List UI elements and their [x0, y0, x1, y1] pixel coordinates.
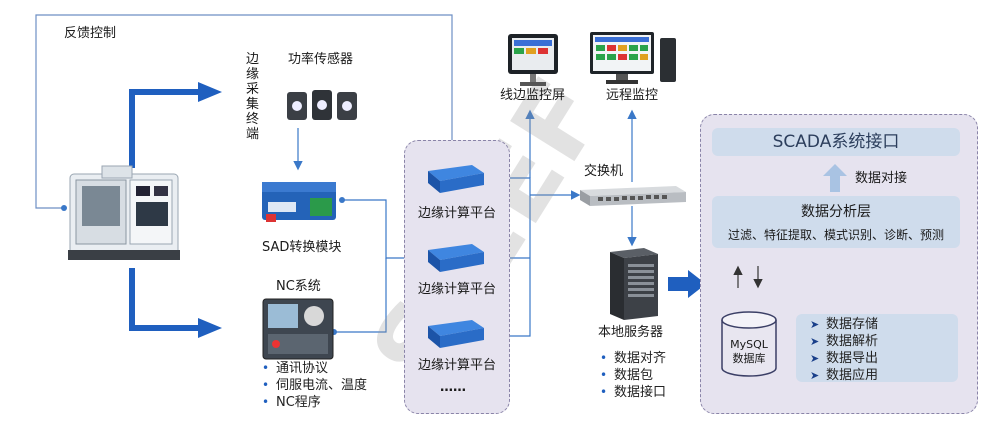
line-monitor-image: [508, 34, 558, 86]
sad-module-label: SAD转换模块: [262, 240, 342, 255]
sad-module-image: [262, 182, 336, 222]
analysis-layer-box: [712, 196, 960, 248]
list-item: 数据包: [600, 367, 666, 384]
cnc-machine-image: [68, 165, 180, 260]
switch-image: [580, 186, 686, 206]
edge-ellipsis: ……: [440, 380, 466, 395]
edge-platform-label-1: 边缘计算平台: [418, 206, 497, 221]
list-item: 数据存储: [810, 316, 878, 333]
nc-system-label: NC系统: [276, 279, 321, 294]
scada-interface-box: [712, 128, 960, 156]
feedback-dot-left: [61, 205, 67, 211]
local-server-label: 本地服务器: [598, 325, 664, 340]
edge-bus: [492, 177, 531, 337]
power-sensor-image: [287, 90, 357, 120]
list-item: 数据解析: [810, 333, 878, 350]
bidirectional-arrows-icon: [733, 265, 763, 289]
list-item: NC程序: [262, 394, 367, 411]
server-to-panel-arrow: [668, 270, 706, 298]
mysql-database-icon: [721, 311, 777, 377]
remote-monitor-label: 远程监控: [606, 88, 659, 103]
line-monitor-label: 线边监控屏: [500, 88, 566, 103]
edge-device-icon: [428, 320, 484, 348]
data-docking-label: 数据对接: [855, 171, 908, 186]
edge-device-icon: [428, 165, 484, 193]
data-functions-list: 数据存储 数据解析 数据导出 数据应用: [810, 316, 878, 384]
list-item: 通讯协议: [262, 360, 367, 377]
list-item: 伺服电流、温度: [262, 377, 367, 394]
remote-monitor-image: [590, 32, 676, 84]
feedback-line: [35, 14, 453, 209]
mysql-label-line2: 数据库: [732, 352, 766, 365]
upper-thick-arrow: [129, 89, 200, 168]
edge-terminal-label: 边缘采集终端: [246, 52, 260, 142]
list-item: 数据导出: [810, 350, 878, 367]
scada-interface-label: SCADA系统接口: [772, 132, 900, 152]
up-arrow-icon: [823, 164, 847, 192]
nc-system-image: [262, 298, 334, 360]
list-item: 数据应用: [810, 367, 878, 384]
server-bullet-list: 数据对齐 数据包 数据接口: [600, 350, 666, 401]
mysql-label-line1: MySQL: [730, 338, 768, 351]
list-item: 数据接口: [600, 384, 666, 401]
edge-platform-label-2: 边缘计算平台: [418, 282, 497, 297]
feedback-label: 反馈控制: [64, 26, 117, 41]
power-sensor-label: 功率传感器: [288, 52, 354, 67]
local-server-image: [610, 248, 658, 320]
sad-to-edge: [342, 199, 418, 259]
nc-bullet-list: 通讯协议 伺服电流、温度 NC程序: [262, 360, 367, 411]
edge-platform-label-3: 边缘计算平台: [418, 358, 497, 373]
lower-thick-arrow: [129, 268, 200, 331]
nc-to-edge: [334, 258, 387, 333]
analysis-layer-subtitle: 过滤、特征提取、模式识别、诊断、预测: [727, 228, 944, 242]
edge-device-icon: [428, 244, 484, 272]
switch-label: 交换机: [584, 164, 624, 179]
analysis-layer-title: 数据分析层: [801, 204, 871, 220]
list-item: 数据对齐: [600, 350, 666, 367]
